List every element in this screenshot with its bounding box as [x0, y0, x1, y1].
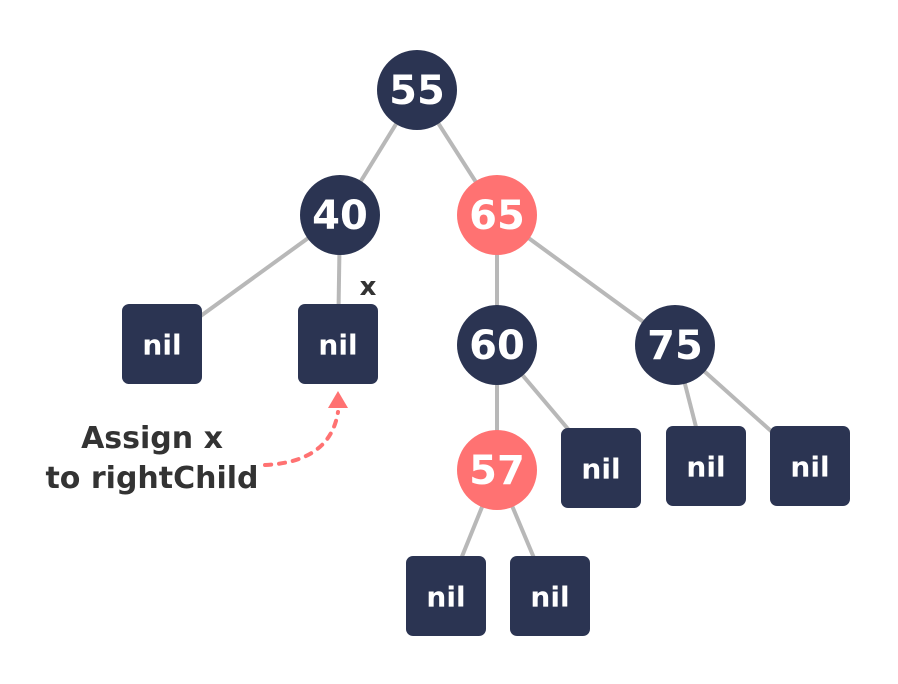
- nil-box: [561, 428, 641, 508]
- node-circle: [457, 430, 537, 510]
- nil-box: [406, 556, 486, 636]
- nil-box: [298, 304, 378, 384]
- node-label: nil: [142, 329, 181, 362]
- node-label: 57: [469, 448, 525, 494]
- arrow-head-icon: [328, 391, 348, 408]
- nil-box: [122, 304, 202, 384]
- tree-node-75: 75: [635, 305, 715, 385]
- nil-box: [666, 426, 746, 506]
- tree-node-65: 65: [457, 175, 537, 255]
- node-circle: [635, 305, 715, 385]
- node-label: nil: [581, 453, 620, 486]
- tree-node-55: 55: [377, 50, 457, 130]
- node-label: 60: [469, 323, 525, 369]
- node-label: 40: [312, 193, 368, 239]
- node-label: 75: [647, 323, 703, 369]
- nil-box: [770, 426, 850, 506]
- nil-leaf: nil: [770, 426, 850, 506]
- tree-node-40: 40: [300, 175, 380, 255]
- node-label: 55: [389, 68, 445, 114]
- node-circle: [457, 305, 537, 385]
- node-label: nil: [318, 329, 357, 362]
- nil-leaf: nil: [561, 428, 641, 508]
- dashed-arrow: [263, 410, 340, 467]
- node-label: 65: [469, 193, 525, 239]
- node-label: nil: [530, 581, 569, 614]
- node-label: nil: [426, 581, 465, 614]
- node-circle: [300, 175, 380, 255]
- nil-leaf: nil: [666, 426, 746, 506]
- nil-leaf: nil: [298, 304, 378, 384]
- tree-node-60: 60: [457, 305, 537, 385]
- nil-leaf: nil: [510, 556, 590, 636]
- tree-node-57: 57: [457, 430, 537, 510]
- nil-box: [510, 556, 590, 636]
- node-label: nil: [686, 451, 725, 484]
- annotation-line1: Assign x: [81, 421, 223, 456]
- annotation-line2: to rightChild: [45, 461, 258, 496]
- node-circle: [377, 50, 457, 130]
- nil-leaf: nil: [122, 304, 202, 384]
- node-circle: [457, 175, 537, 255]
- x-label: x: [360, 272, 377, 302]
- node-label: nil: [790, 451, 829, 484]
- nil-leaf: nil: [406, 556, 486, 636]
